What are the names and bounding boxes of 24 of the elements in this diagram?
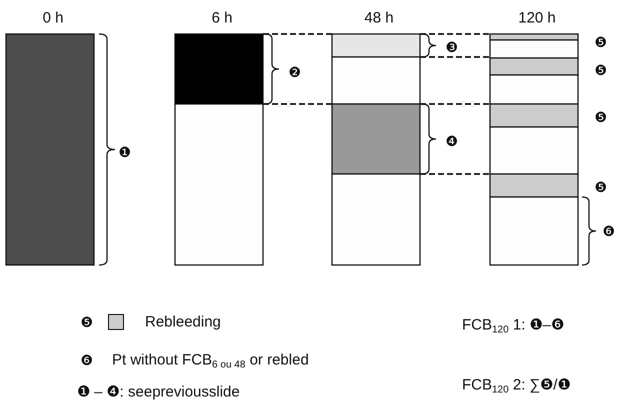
callout-number: ❷	[288, 65, 302, 79]
stacked-bar	[331, 33, 421, 266]
column-heading: 6 h	[212, 10, 232, 26]
column-heading: 120 h	[518, 10, 556, 26]
footnote-text: ❶ – ❹: seepreviousslide	[77, 384, 240, 400]
stacked-bar	[174, 33, 264, 266]
stacked-bar	[5, 33, 95, 266]
callout-number: ❺	[594, 35, 608, 49]
callout-number: ❺	[594, 110, 608, 124]
callout-number: ❺	[594, 63, 608, 77]
callout-number: ❻	[602, 224, 616, 238]
column-heading: 48 h	[364, 10, 394, 26]
column-heading: 0 h	[42, 10, 64, 26]
legend-note: Pt without FCB$_{6 ou 48}$ or rebled	[112, 352, 309, 368]
callout-number: ❹	[446, 134, 458, 148]
stacked-bar	[489, 33, 579, 266]
callout-number: ❺	[80, 315, 94, 329]
formula-text: FCB$_{120}$ 2: ∑❺/❶	[462, 378, 570, 392]
callout-number: ❸	[446, 40, 458, 54]
legend-label: Rebleeding	[145, 314, 221, 330]
formula-text: FCB$_{120}$ 1: ❶–❻	[462, 318, 564, 332]
callout-number: ❻	[80, 353, 94, 367]
callout-number: ❶	[118, 145, 132, 159]
callout-number: ❺	[594, 180, 608, 194]
